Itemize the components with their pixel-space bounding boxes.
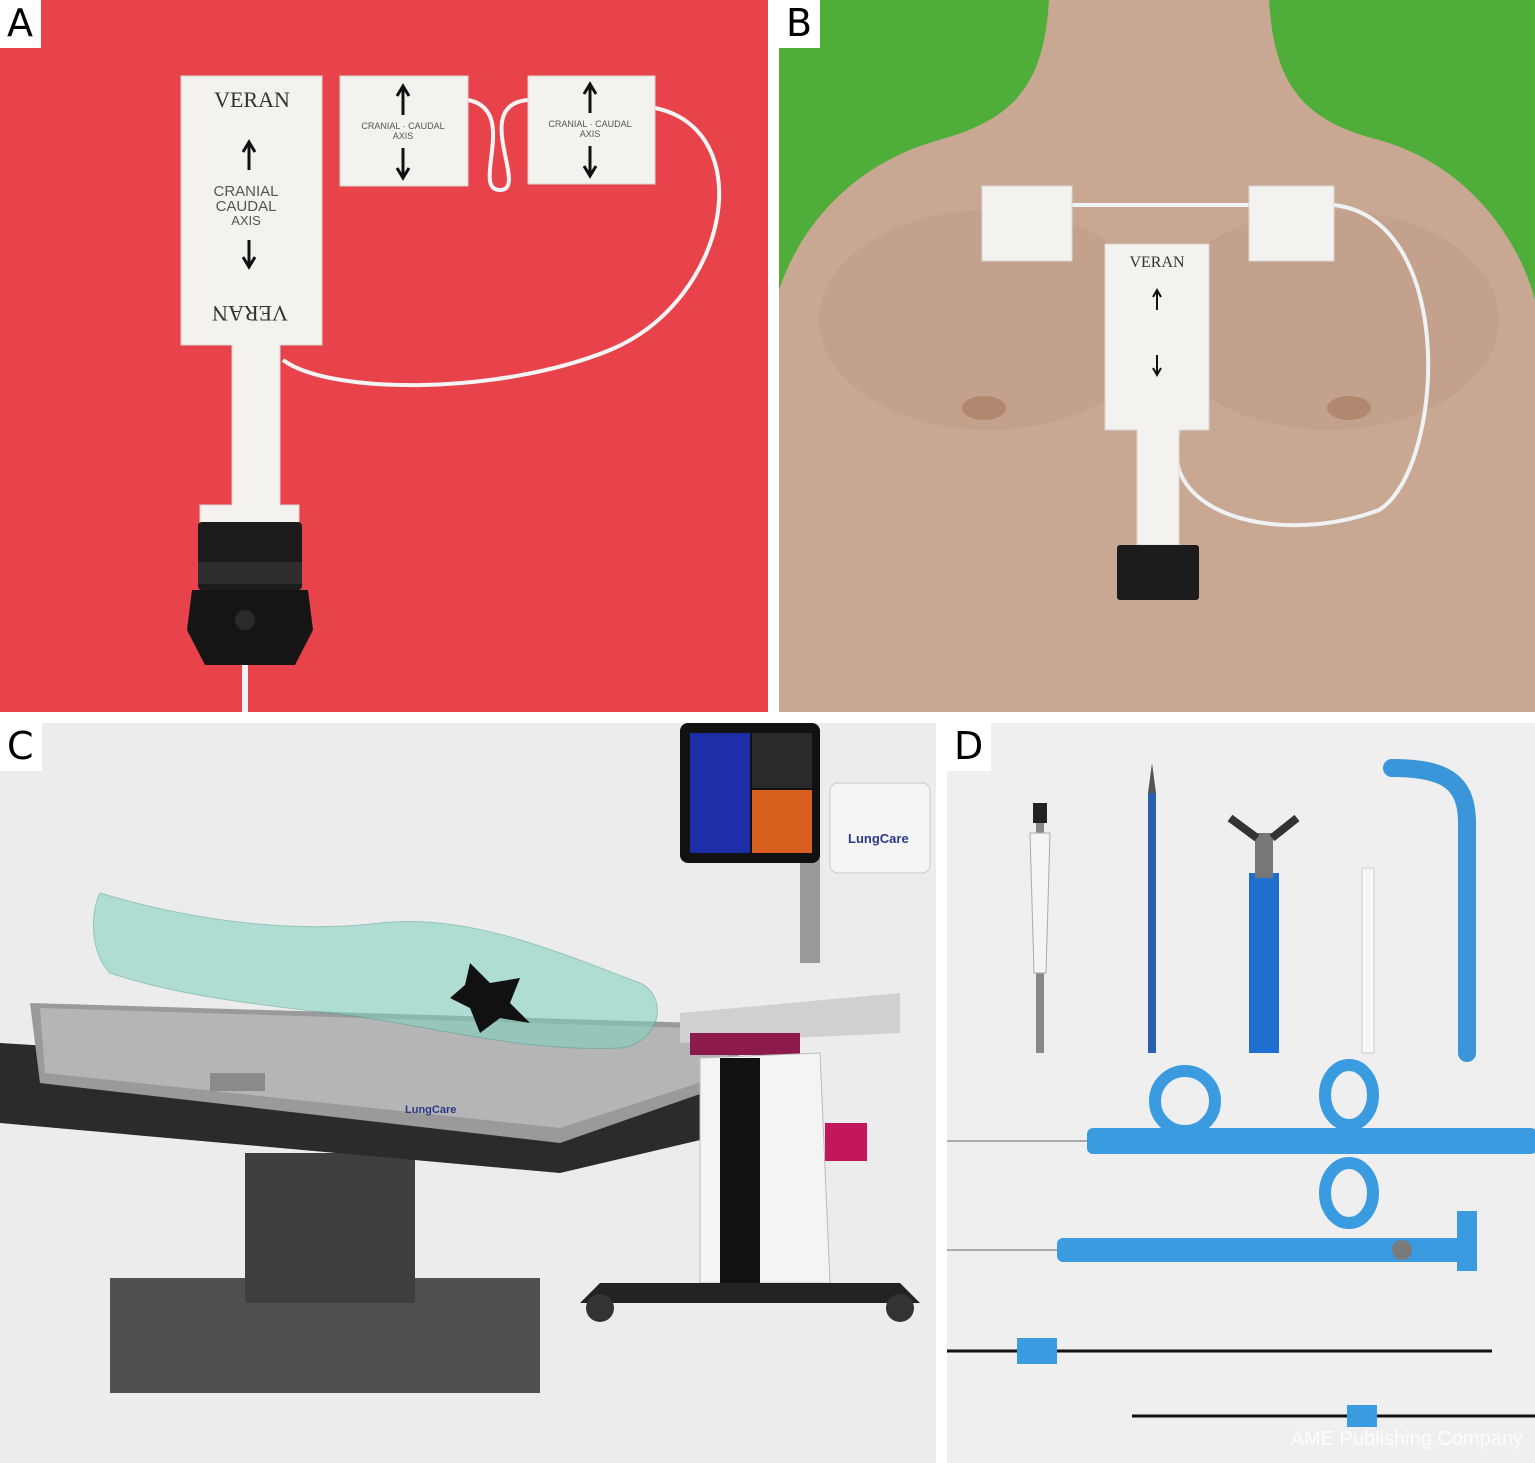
panel-a-image: VERAN CRANIAL CAUDAL AXIS VERAN CRANIAL …: [0, 0, 768, 712]
small-pad-left: [981, 185, 1073, 262]
navigation-cart: LungCare: [580, 723, 931, 1322]
arrow-down-icon: [1152, 355, 1162, 378]
panel-label-d: D: [947, 723, 992, 771]
arrow-up-icon: [241, 139, 257, 170]
guide-sheath: [1383, 759, 1476, 1062]
pad-connector: [187, 522, 313, 665]
axis-label-3: AXIS: [231, 213, 261, 228]
panel-label-b: B: [779, 0, 821, 48]
needle-device-1: [947, 1059, 1535, 1229]
main-reference-pad: VERAN CRANIAL CAUDAL AXIS VERAN: [180, 75, 323, 526]
arrow-down-icon: [582, 146, 598, 179]
panel-c: LungCare LungCare C: [0, 723, 936, 1463]
small-axis-label-2: AXIS: [393, 131, 414, 141]
aspiration-needle: [1148, 763, 1156, 1053]
arrow-up-icon: [1152, 287, 1162, 310]
guide-wire: [947, 1338, 1492, 1364]
biopsy-forceps: [1227, 814, 1300, 1053]
panel-d: D AME Publishing Company: [947, 723, 1535, 1463]
panel-c-image: LungCare LungCare: [0, 723, 936, 1463]
small-pad-right: [1248, 185, 1335, 262]
panel-b-image: VERAN: [779, 0, 1535, 712]
small-axis-label-2: AXIS: [580, 129, 601, 139]
needle-device-2: [947, 1211, 1477, 1271]
patient-hologram: [92, 892, 658, 1050]
small-pad-left: CRANIAL · CAUDAL AXIS: [339, 75, 469, 187]
axis-label-2: CAUDAL: [216, 198, 277, 215]
arrow-up-icon: [395, 83, 411, 115]
guide-sheath-inner: [1361, 867, 1375, 1054]
small-pad-right: CRANIAL · CAUDAL AXIS: [527, 75, 656, 185]
axis-label-1: CRANIAL: [213, 183, 278, 200]
cytology-brush: [1029, 803, 1051, 1053]
brand-bottom: VERAN: [212, 301, 288, 326]
small-axis-label-1: CRANIAL · CAUDAL: [361, 121, 444, 131]
brand-top: VERAN: [1129, 254, 1185, 271]
panel-b: VERAN B: [779, 0, 1535, 712]
panel-a: VERAN CRANIAL CAUDAL AXIS VERAN CRANIAL …: [0, 0, 768, 712]
panel-label-a: A: [0, 0, 41, 48]
table-brand: LungCare: [405, 1104, 456, 1116]
small-axis-label-1: CRANIAL · CAUDAL: [548, 119, 631, 129]
arrow-down-icon: [241, 240, 257, 270]
arrow-down-icon: [395, 148, 411, 181]
pad-connector: [1117, 545, 1199, 600]
camera-brand: LungCare: [848, 831, 909, 846]
guide-wire-2: [1132, 1405, 1535, 1427]
publisher-credit: AME Publishing Company: [1290, 1428, 1523, 1450]
brand-top: VERAN: [214, 87, 290, 112]
panel-label-c: C: [0, 723, 42, 771]
panel-d-image: [947, 723, 1535, 1463]
arrow-up-icon: [582, 81, 598, 113]
